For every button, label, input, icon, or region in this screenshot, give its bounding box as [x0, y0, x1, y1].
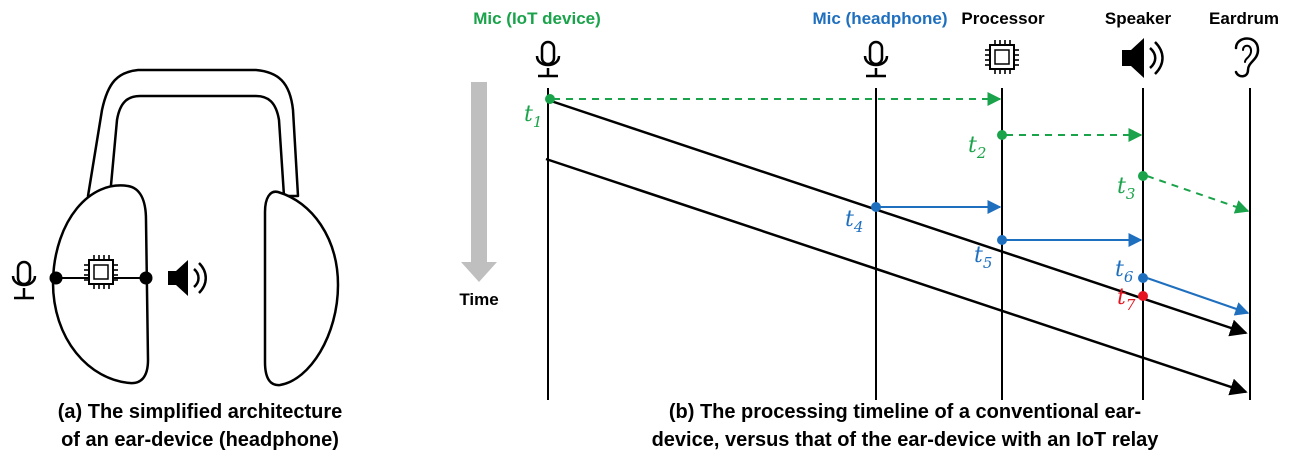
timestamp-t6: t6 — [1115, 257, 1134, 286]
sound-path-2 — [545, 157, 1248, 396]
label-speaker: Speaker — [1105, 9, 1172, 28]
event-dot-t1 — [545, 94, 555, 104]
event-dot-t7 — [1138, 291, 1148, 301]
headband — [86, 68, 300, 198]
event-dot-t2 — [997, 130, 1007, 140]
timestamp-t7: t7 — [1117, 285, 1136, 314]
timestamp-t3: t3 — [1117, 174, 1135, 203]
panel-b-caption-line2: device, versus that of the ear-device wi… — [652, 429, 1160, 451]
headphone-path-arrow-3 — [1146, 277, 1250, 316]
event-dot-t3 — [1138, 171, 1148, 181]
node-dot — [139, 271, 153, 285]
timestamp-t5: t5 — [974, 243, 992, 272]
timestamp-t4: t4 — [845, 207, 863, 236]
speaker-icon — [1122, 38, 1164, 78]
event-dot-t5 — [997, 235, 1007, 245]
node-dot — [49, 271, 63, 285]
panel-a-caption-line2: of an ear-device (headphone) — [61, 429, 339, 451]
event-dot-t6 — [1138, 273, 1148, 283]
microphone-icon — [11, 260, 37, 300]
timestamp-t1: t1 — [524, 102, 542, 131]
right-ear-cup — [263, 190, 340, 387]
panel-a: (a) The simplified architecture of an ea… — [11, 68, 343, 451]
microphone-icon — [863, 40, 889, 78]
timestamp-t2: t2 — [968, 133, 986, 162]
chip-icon — [985, 40, 1019, 74]
panel-b: Mic (IoT device) Mic (headphone) Process… — [459, 9, 1279, 451]
iot-relay-arrow-3 — [1146, 175, 1250, 214]
microphone-icon — [535, 40, 561, 78]
time-arrow — [461, 82, 497, 282]
speaker-icon — [168, 260, 207, 296]
sound-path-1 — [547, 98, 1248, 337]
ear-icon — [1234, 37, 1260, 78]
label-time: Time — [459, 290, 498, 309]
label-eardrum: Eardrum — [1209, 9, 1279, 28]
event-dot-t4 — [871, 202, 881, 212]
panel-b-caption-line1: (b) The processing timeline of a convent… — [669, 401, 1141, 423]
label-processor: Processor — [961, 9, 1045, 28]
label-mic-headphone: Mic (headphone) — [812, 9, 947, 28]
label-mic-iot: Mic (IoT device) — [473, 9, 601, 28]
panel-a-caption-line1: (a) The simplified architecture — [58, 401, 343, 423]
chip-icon — [84, 255, 118, 289]
